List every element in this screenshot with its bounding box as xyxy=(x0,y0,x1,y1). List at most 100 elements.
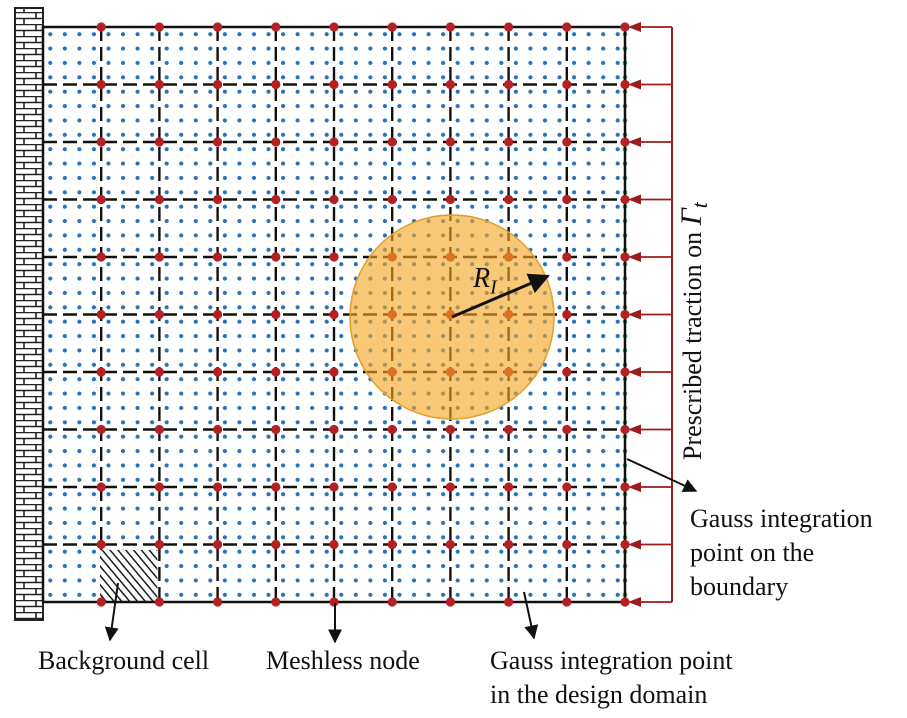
gauss-point-domain xyxy=(295,262,300,267)
gauss-point-domain xyxy=(164,305,169,310)
gauss-point-domain xyxy=(91,290,97,296)
gauss-point-domain xyxy=(120,233,126,238)
gauss-point-domain xyxy=(48,147,53,152)
gauss-point-domain xyxy=(237,434,242,439)
gauss-point-domain xyxy=(455,448,460,454)
gauss-point-domain xyxy=(62,305,67,310)
gauss-point-domain xyxy=(135,448,140,454)
gauss-point-domain xyxy=(237,420,242,425)
gauss-point-domain xyxy=(339,161,344,166)
meshless-node xyxy=(329,597,339,607)
gauss-point-domain xyxy=(62,175,67,181)
gauss-point-domain xyxy=(601,578,606,583)
gauss-point-domain xyxy=(557,233,562,238)
gauss-point-domain xyxy=(135,89,140,94)
gauss-point-domain xyxy=(280,290,286,296)
meshless-node xyxy=(620,22,630,32)
gauss-point-domain xyxy=(615,161,620,166)
meshless-node-label: Meshless node xyxy=(266,646,420,675)
gauss-point-domain xyxy=(571,377,577,382)
gauss-point-domain xyxy=(106,506,111,511)
gauss-point-domain xyxy=(586,592,591,597)
gauss-point-domain xyxy=(426,175,431,181)
gauss-point-domain xyxy=(615,448,620,454)
gauss-point-domain xyxy=(411,75,417,80)
gauss-point-domain xyxy=(382,535,388,540)
meshless-node xyxy=(620,482,630,492)
gauss-point-domain xyxy=(62,132,67,137)
gauss-point-domain xyxy=(237,46,242,51)
gauss-point-domain xyxy=(441,477,446,482)
gauss-point-domain xyxy=(193,132,198,137)
gauss-point-domain xyxy=(179,46,184,51)
gauss-point-domain xyxy=(397,32,402,37)
gauss-point-domain xyxy=(513,204,518,209)
gauss-point-domain xyxy=(179,563,184,569)
gauss-point-domain xyxy=(542,405,548,411)
gauss-point-domain xyxy=(295,190,300,195)
gauss-point-domain xyxy=(441,492,446,497)
gauss-point-domain xyxy=(499,448,504,454)
gauss-point-domain xyxy=(615,233,620,238)
gauss-point-domain xyxy=(120,46,126,51)
gauss-point-domain xyxy=(77,563,82,569)
gauss-point-domain xyxy=(426,506,431,511)
gauss-point-domain xyxy=(310,391,315,396)
gauss-point-domain xyxy=(601,506,606,511)
gauss-point-domain xyxy=(251,319,257,324)
gauss-point-domain xyxy=(484,46,489,51)
gauss-point-domain xyxy=(164,276,169,281)
gauss-domain-label-line1: Gauss integration point xyxy=(490,646,733,675)
gauss-point-domain xyxy=(571,434,577,439)
gauss-point-domain xyxy=(77,204,82,209)
gauss-point-domain xyxy=(164,549,169,554)
gauss-point-domain xyxy=(339,290,344,296)
pointer-background-cell xyxy=(104,582,119,642)
gauss-point-domain xyxy=(382,434,388,439)
gauss-point-domain xyxy=(484,448,489,454)
gauss-point-domain xyxy=(586,305,591,310)
gauss-point-domain xyxy=(571,463,577,468)
gauss-point-domain xyxy=(339,506,344,511)
gauss-point-domain xyxy=(251,276,257,281)
gauss-point-domain xyxy=(193,118,198,123)
gauss-point-domain xyxy=(455,89,460,94)
gauss-point-domain xyxy=(62,161,67,166)
gauss-point-domain xyxy=(353,492,358,497)
gauss-point-domain xyxy=(528,434,533,439)
gauss-point-domain xyxy=(339,75,344,80)
gauss-point-domain xyxy=(62,233,67,238)
gauss-point-domain xyxy=(251,89,257,94)
gauss-point-domain xyxy=(280,46,286,51)
gauss-point-domain xyxy=(77,377,82,382)
gauss-domain-label-line2: in the design domain xyxy=(490,680,708,709)
gauss-point-domain xyxy=(324,60,329,66)
gauss-point-domain xyxy=(135,161,140,166)
gauss-point-domain xyxy=(513,463,518,468)
gauss-point-domain xyxy=(237,448,242,454)
gauss-point-domain xyxy=(586,118,591,123)
gauss-point-domain xyxy=(528,535,533,540)
gauss-point-domain xyxy=(601,405,606,411)
gauss-point-domain xyxy=(455,132,460,137)
gauss-point-domain xyxy=(557,32,562,37)
gauss-point-domain xyxy=(528,578,533,583)
gauss-point-domain xyxy=(266,463,271,468)
gauss-boundary-label-line3: boundary xyxy=(690,572,789,601)
meshless-node xyxy=(504,482,514,492)
gauss-point-domain xyxy=(615,492,620,497)
gauss-point-domain xyxy=(586,362,591,367)
gauss-point-domain xyxy=(411,46,417,51)
gauss-point-domain xyxy=(615,32,620,37)
gauss-point-domain xyxy=(310,578,315,583)
gauss-point-domain xyxy=(542,535,548,540)
gauss-point-domain xyxy=(295,204,300,209)
gauss-point-domain xyxy=(542,448,548,454)
gauss-point-domain xyxy=(266,204,271,209)
gauss-point-domain xyxy=(353,161,358,166)
gauss-point-domain xyxy=(164,520,169,526)
gauss-point-domain xyxy=(295,362,300,367)
gauss-point-domain xyxy=(310,463,315,468)
gauss-point-domain xyxy=(77,549,82,554)
gauss-point-domain xyxy=(324,535,329,540)
